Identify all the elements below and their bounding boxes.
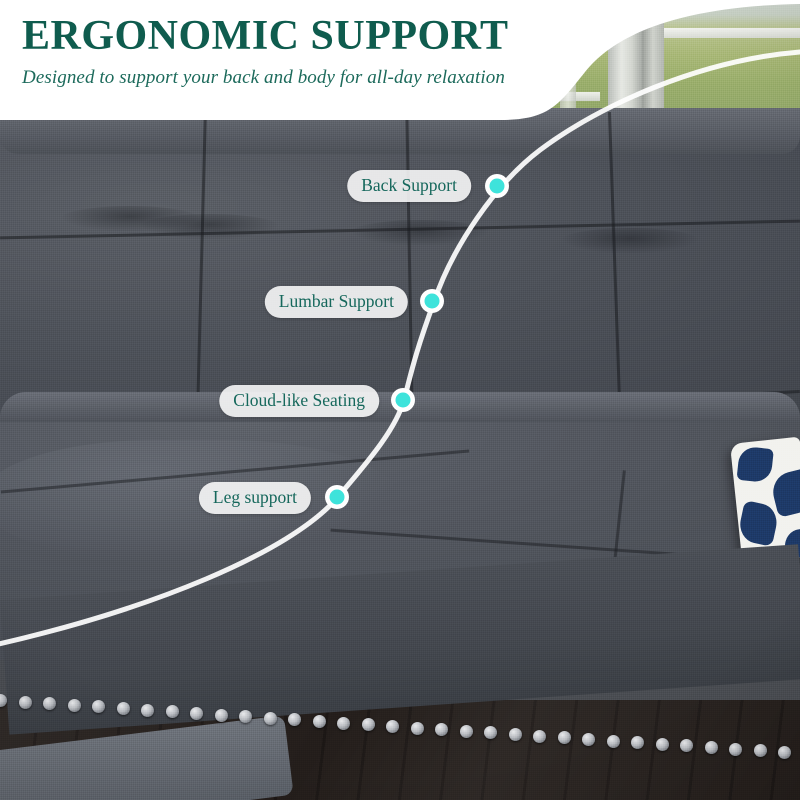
nailhead-stud (67, 698, 81, 712)
nailhead-stud (655, 737, 669, 751)
nailhead-stud (43, 697, 56, 711)
nailhead-stud (361, 718, 375, 732)
callout-dot-2[interactable] (395, 392, 411, 408)
callout-curve-line (0, 49, 800, 647)
nailhead-trim (0, 690, 800, 759)
nailhead-stud (239, 710, 252, 724)
nailhead-stud (288, 713, 301, 727)
nailhead-stud (0, 694, 7, 707)
nailhead-stud (263, 711, 277, 725)
nailhead-stud (190, 706, 203, 720)
callout-label-2[interactable]: Cloud-like Seating (219, 385, 379, 417)
callout-dot-0[interactable] (489, 178, 505, 194)
nailhead-stud (18, 695, 32, 709)
nailhead-stud (92, 700, 105, 714)
nailhead-stud (631, 736, 644, 750)
callout-label-1[interactable]: Lumbar Support (264, 286, 408, 318)
nailhead-stud (410, 721, 424, 735)
sofa-tuft (60, 206, 200, 232)
callout-dots (325, 174, 509, 509)
nailhead-stud (337, 716, 350, 730)
nailhead-stud (165, 705, 179, 719)
callout-label-0[interactable]: Back Support (347, 170, 471, 202)
nailhead-stud (141, 703, 154, 717)
nailhead-stud (606, 734, 620, 748)
callout-dot-3[interactable] (329, 489, 345, 505)
sofa-tuft (560, 228, 700, 254)
nailhead-stud (459, 724, 473, 738)
nailhead-stud (484, 726, 497, 740)
callout-label-3[interactable]: Leg support (198, 482, 311, 514)
nailhead-stud (312, 715, 326, 729)
sofa-tuft (140, 214, 280, 240)
nailhead-stud (508, 728, 522, 742)
nailhead-stud (214, 708, 228, 722)
sofa-backrest (0, 108, 800, 438)
callout-dot-1[interactable] (424, 293, 440, 309)
nailhead-stud (386, 719, 399, 733)
nailhead-stud (729, 742, 742, 756)
nailhead-stud (557, 731, 571, 745)
nailhead-stud (116, 702, 130, 716)
nailhead-stud (680, 739, 693, 753)
nailhead-stud (533, 729, 546, 743)
nailhead-stud (704, 740, 718, 754)
nailhead-stud (778, 745, 791, 759)
nailhead-stud (582, 732, 595, 746)
nailhead-stud (753, 744, 767, 758)
nailhead-stud (435, 723, 448, 737)
